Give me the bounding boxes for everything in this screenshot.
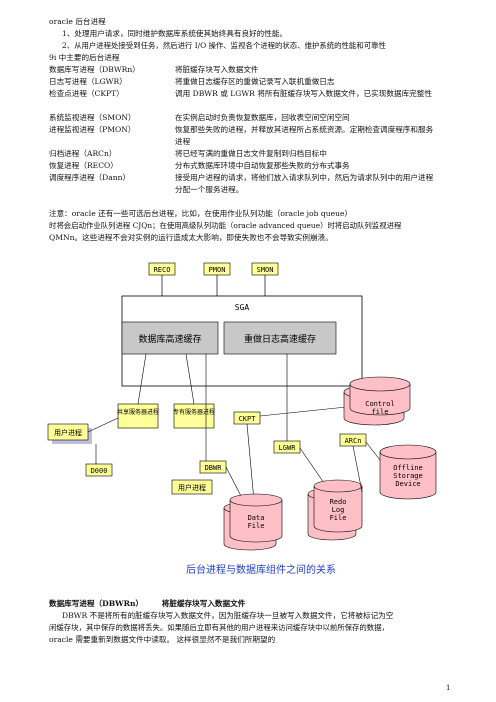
section-name: 数据库写进程（DBWRn） [49,599,144,608]
dedicated-server-text: 专有服务器进程 [173,408,215,416]
section-body-3: oracle 需要重新到数据文件中读取。 这样很显然不是我们所期望的 [49,635,276,644]
heading: oracle 后台进程 [49,17,106,26]
offline-label-1: Offline [393,464,423,472]
process-name: 数据库写进程（DBWRn） [49,65,140,74]
arcn-label: ARCn [345,437,362,445]
redo-cache-box [223,321,337,355]
data-file-label-2: File [248,522,265,530]
redo-log-cylinder: Redo Log File [307,479,363,541]
dedicated-server-label: 专有服务器进程 [173,408,215,416]
dbwr-label: DBWR [205,464,223,472]
offline-storage-cylinder: Offline Storage Device [379,444,437,500]
intro-line-1: 1、处理用户请求，同时维护数据库系统使其始终具有良好的性能。 [62,29,288,38]
smon-label: SMON [257,266,274,274]
ckpt-label: CKPT [239,415,257,423]
process-row: 数据库写进程（DBWRn） 将脏缓存块写入数据文件 [49,64,449,76]
process-row: 日志写进程（LGWR） 将重做日志缓存区的重做记录写入联机重做日志 [49,76,449,88]
control-file-label-2: file [372,408,389,416]
process-row: 调度程序进程（Dann） 接受用户进程的请求，将他们放入请求队列中，然后为请求队… [49,172,449,196]
process-desc: 将已经写满的重做日志文件复制到归档目标中 [175,149,327,158]
user-process-2-box [171,479,213,495]
shared-server-text: 共享服务器进程 [117,408,159,416]
section-heading: 数据库写进程（DBWRn） 将脏缓存块写入数据文件 [49,598,245,610]
process-desc: 在实例启动时负责恢复数据库，回收表空间空闲空间 [175,113,350,122]
process-row: 系统监视进程（SMON） 在实例启动时负责恢复数据库，回收表空间空闲空间 [49,112,449,124]
redo-log-label-1: Redo [330,498,347,506]
process-desc: 恢复那些失败的进程，并释放其进程所占系统资源。定期检查调度程序和服务进程 [175,125,434,146]
note-line-3: QMNn。这些进程不会对实例的运行造成太大影响，即使失败也不会导致实例崩溃。 [49,233,333,242]
note-line-2: 时将会启动作业队列进程 CJQn；在使用高级队列功能（oracle advanc… [49,221,402,230]
db-cache-label: 数据库高速缓存 [138,333,201,345]
shared-server-label: 共享服务器进程 [117,408,159,416]
process-row: 恢复进程（RECO） 分布式数据库环境中自动恢复那些失败的分布式事务 [49,160,449,172]
diagram-caption: 后台进程与数据库组件之间的关系 [186,565,336,576]
db-cache-box [121,321,219,355]
process-name: 进程监视进程（PMON） [49,125,136,134]
redo-log-label-3: File [330,514,347,522]
section-desc: 将脏缓存块写入数据文件 [161,599,246,608]
redo-cache-label: 重做日志高速缓存 [244,333,316,345]
process-desc: 调用 DBWR 或 LGWR 将所有脏缓存块写入数据文件，已实现数据库完整性 [175,89,432,98]
d000-label: D000 [91,467,108,475]
section-body-2: 闲缓存块，其中保存的数据将丢失。如果随后立即有其他的用户进程来访问缓存块中以前所… [49,623,389,632]
note-line-1: 注意：oracle 还有一些可选后台进程，比如，在使用作业队列功能（oracle… [49,209,353,218]
process-desc: 分布式数据库环境中自动恢复那些失败的分布式事务 [175,161,350,170]
control-file-cylinder: Control file [343,376,411,426]
process-row: 进程监视进程（PMON） 恢复那些失败的进程，并释放其进程所占系统资源。定期检查… [49,124,449,148]
lgwr-label: LGWR [279,444,297,452]
process-desc: 接受用户进程的请求，将他们放入请求队列中，然后为请求队列中的用户进程分配一个服务… [175,173,434,194]
data-file-label-1: Data [248,514,265,522]
section-body-1: DBWR 不是将所有的脏缓存块写入数据文件，因为脏缓存块一旦被写入数据文件，它将… [62,611,394,620]
pmon-label: PMON [209,266,226,274]
dedicated-server-box [173,403,215,429]
intro-line-3: 9i 中主要的后台进程 [49,53,120,62]
process-row: 检查点进程（CKPT） 调用 DBWR 或 LGWR 将所有脏缓存块写入数据文件… [49,88,449,112]
d000-box [85,463,113,477]
process-name: 检查点进程（CKPT） [49,89,124,98]
redo-log-label-2: Log [332,506,345,514]
offline-label-3: Device [395,480,420,488]
sga-label: SGA [235,303,250,312]
process-desc: 将脏缓存块写入数据文件 [175,65,259,74]
process-row: 归档进程（ARCn） 将已经写满的重做日志文件复制到归档目标中 [49,148,449,160]
offline-label-2: Storage [393,472,423,480]
shared-server-box [117,403,159,429]
process-name: 日志写进程（LGWR） [49,77,127,86]
control-file-label-1: Control [365,400,395,408]
user-process-label: 用户进程 [54,428,82,437]
background-process-diagram: SGA 数据库高速缓存 重做日志高速缓存 RECO PMON SMON 用户进程… [47,262,437,551]
reco-label: RECO [154,266,171,274]
page-number: 1 [446,684,451,692]
intro-line-2: 2、从用户进程处接受到任务，然后进行 I/O 操作、监视各个进程的状态、维护系统… [62,41,386,50]
data-file-cylinder: Data File [223,493,283,551]
process-name: 恢复进程（RECO） [49,161,118,170]
process-name: 系统监视进程（SMON） [49,113,136,122]
process-desc: 将重做日志缓存区的重做记录写入联机重做日志 [175,77,335,86]
process-name: 归档进程（ARCn） [49,149,117,158]
process-name: 调度程序进程（Dann） [49,173,131,182]
user-process-2-label: 用户进程 [178,483,206,492]
